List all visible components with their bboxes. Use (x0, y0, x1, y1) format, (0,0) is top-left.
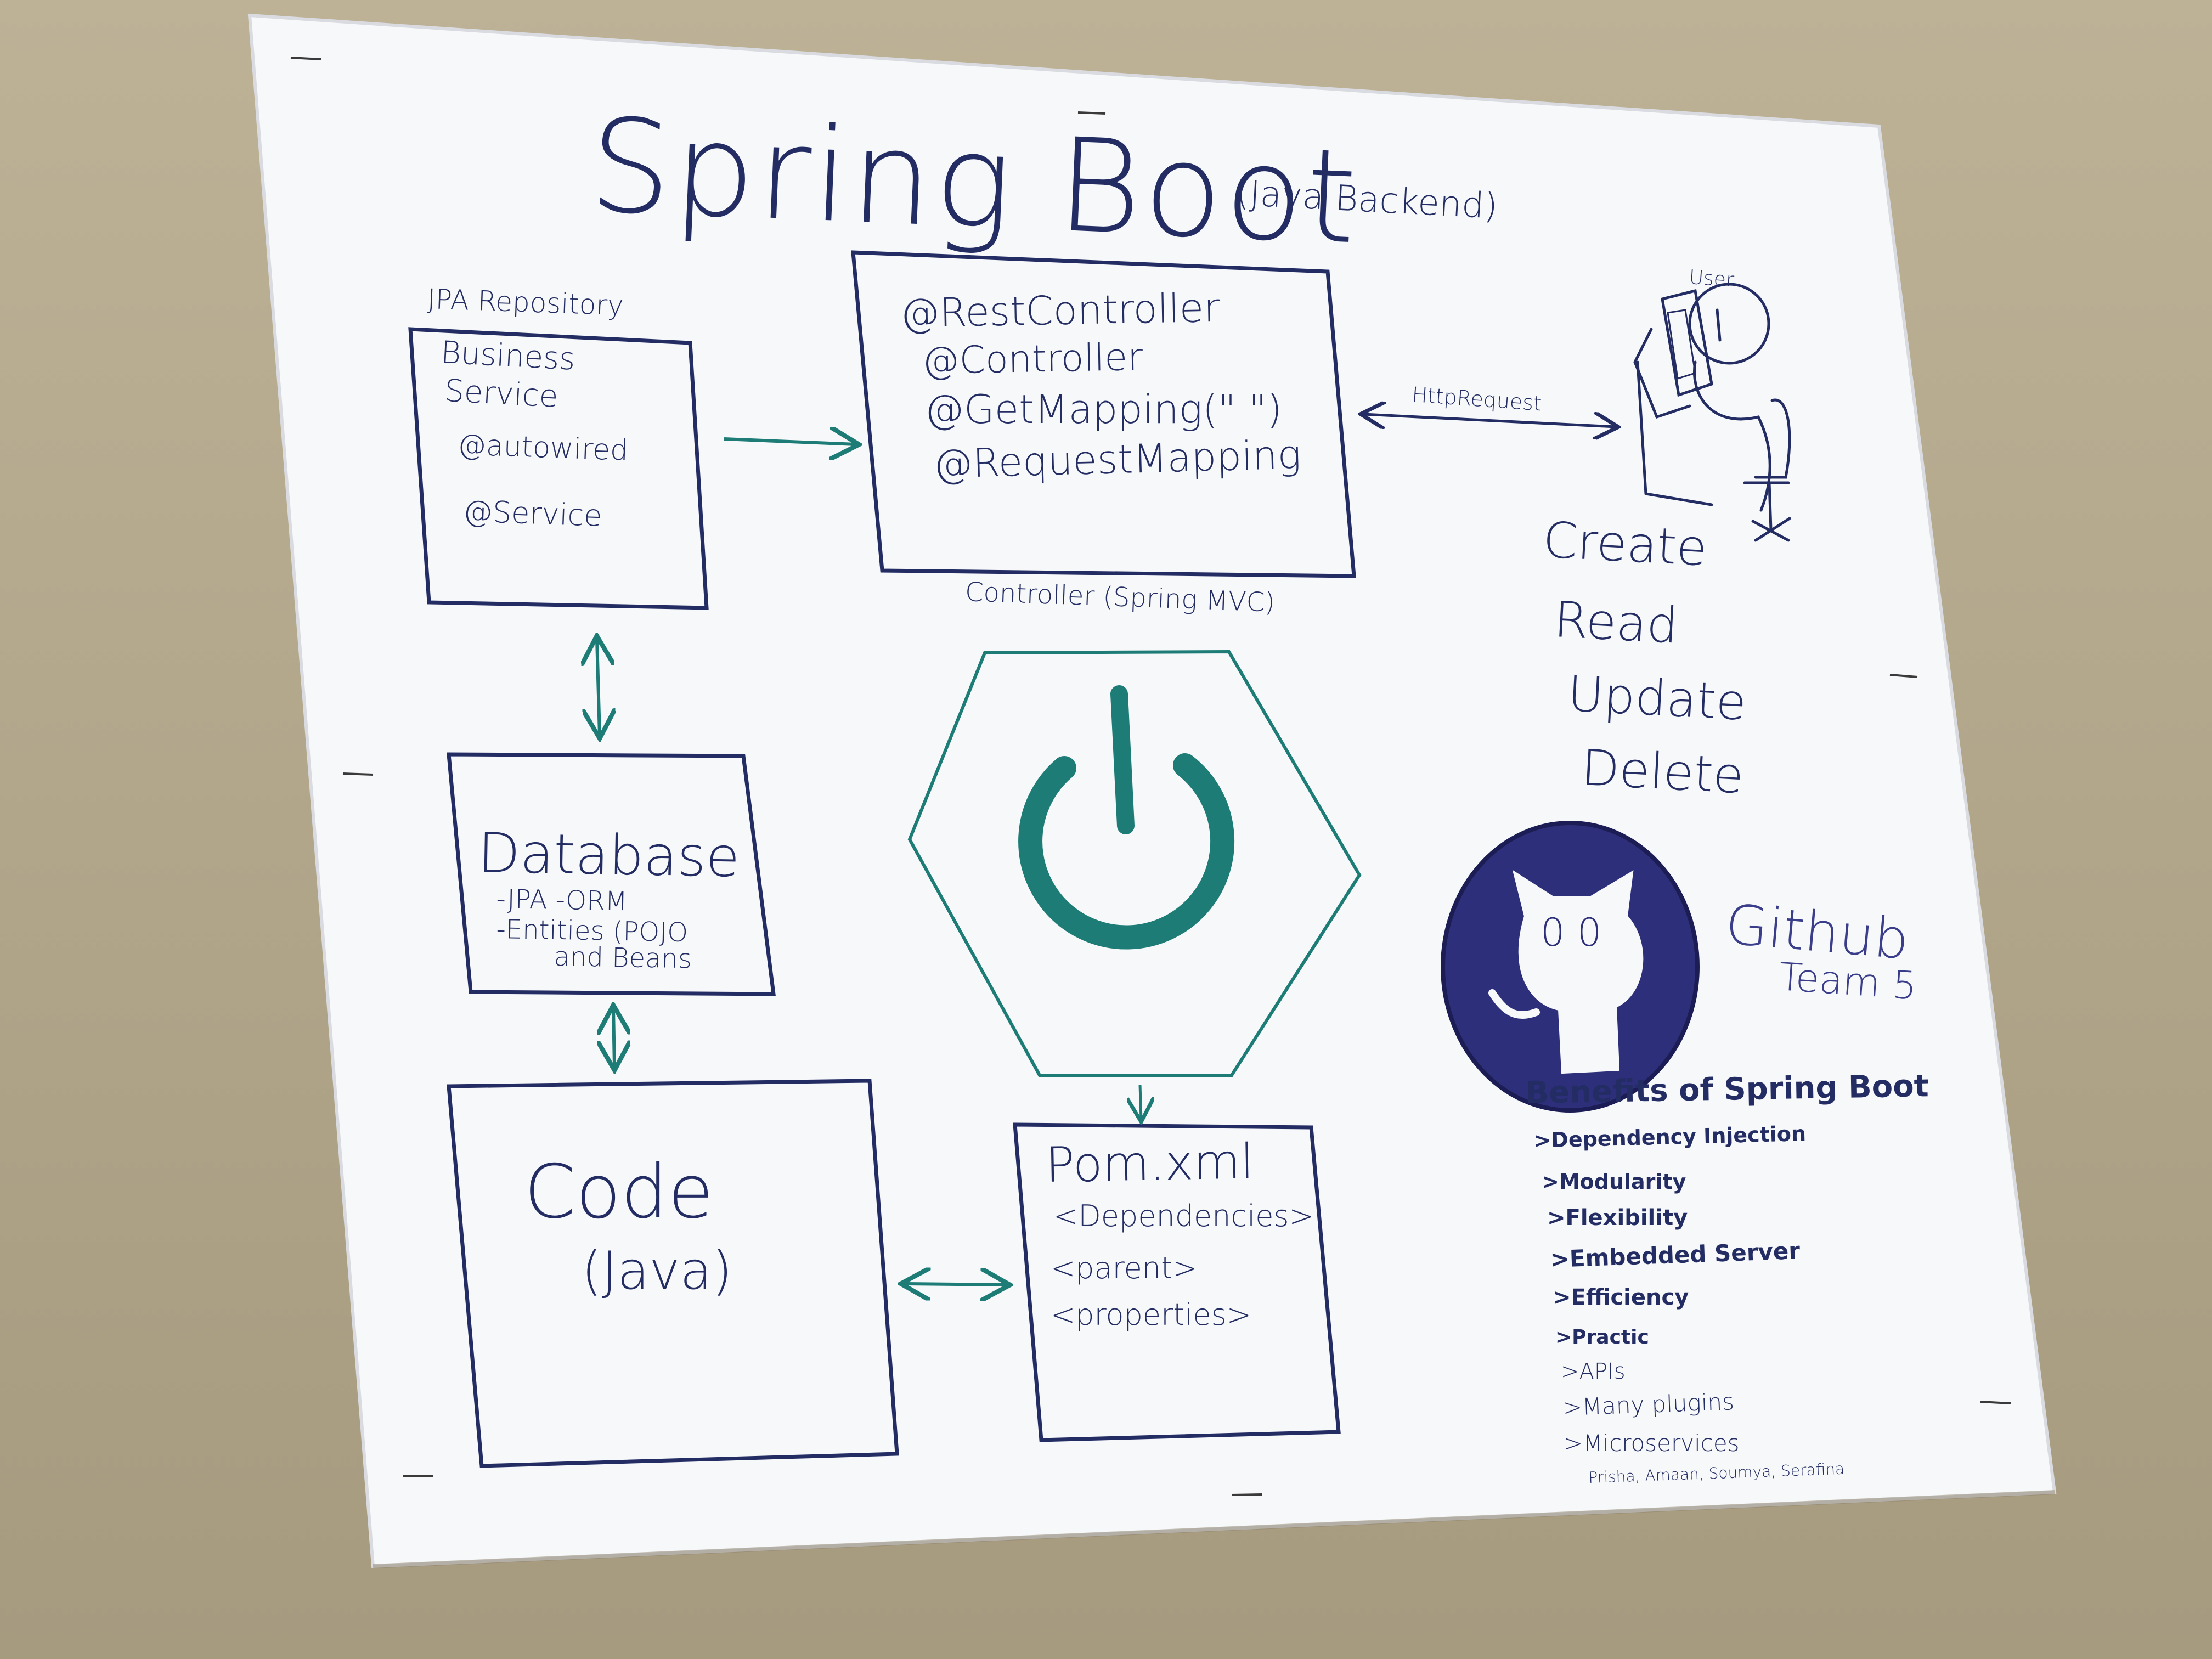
controller-line-1: @RestController (899, 284, 1221, 336)
benefit-item: >Flexibility (1547, 1205, 1688, 1231)
pom-line-1: <Dependencies> (1053, 1199, 1314, 1233)
crud-read: Read (1552, 591, 1680, 655)
arrow-controller-user (1363, 414, 1616, 427)
pom-line-2: <parent> (1051, 1251, 1198, 1285)
controller-box (851, 250, 1356, 578)
business-line-2: Service (443, 373, 559, 415)
crud-create: Create (1541, 511, 1709, 578)
arrow-hexagon-to-pom (1140, 1085, 1141, 1119)
benefits-title: Benefits of Spring Boot (1525, 1068, 1929, 1111)
crud-delete: Delete (1579, 739, 1745, 805)
code-box (447, 1079, 899, 1468)
database-line-2: -Entities (POJO (496, 914, 689, 949)
github-team: Team 5 (1777, 954, 1918, 1009)
database-title: Database (477, 821, 741, 890)
benefit-item: >Microservices (1564, 1430, 1740, 1457)
code-title: Code (524, 1149, 714, 1235)
spring-hexagon (907, 650, 1362, 1077)
business-service-box (408, 327, 709, 610)
benefit-item: >Modularity (1542, 1170, 1686, 1194)
benefit-item: >Many plugins (1562, 1388, 1735, 1421)
benefit-item: >Efficiency (1553, 1285, 1689, 1310)
controller-line-3: @GetMapping(" ") (924, 386, 1283, 432)
benefit-item: >Practic (1555, 1326, 1649, 1348)
jpa-repository-label: JPA Repository (427, 283, 624, 322)
pom-title: Pom.xml (1045, 1133, 1255, 1193)
business-line-4: @Service (462, 494, 603, 533)
github-eyes: 0 0 (1541, 910, 1602, 955)
power-icon (1018, 685, 1235, 950)
arrow-database-code (613, 1008, 614, 1067)
crud-update: Update (1566, 665, 1748, 732)
arrow-service-to-controller (724, 439, 856, 444)
code-subtitle: (Java) (582, 1241, 732, 1301)
arrow-code-pom (904, 1284, 1007, 1285)
business-line-3: @autowired (457, 428, 629, 467)
controller-line-4: @RequestMapping (932, 431, 1302, 487)
database-line-3: and Beans (554, 941, 692, 975)
database-line-1: -JPA -ORM (496, 884, 628, 917)
controller-line-2: @Controller (921, 335, 1143, 383)
database-box (447, 752, 776, 996)
edge-tick-marks (290, 57, 2011, 1496)
arrow-service-database (597, 639, 600, 735)
user-label: User (1688, 266, 1735, 292)
github-octocat-icon (1441, 821, 1700, 1113)
business-line-1: Business (439, 335, 577, 377)
benefit-item: >APIs (1561, 1359, 1626, 1384)
pom-line-3: <properties> (1051, 1297, 1252, 1332)
pom-box (1013, 1122, 1341, 1442)
user-at-desk-icon (1633, 283, 1791, 542)
